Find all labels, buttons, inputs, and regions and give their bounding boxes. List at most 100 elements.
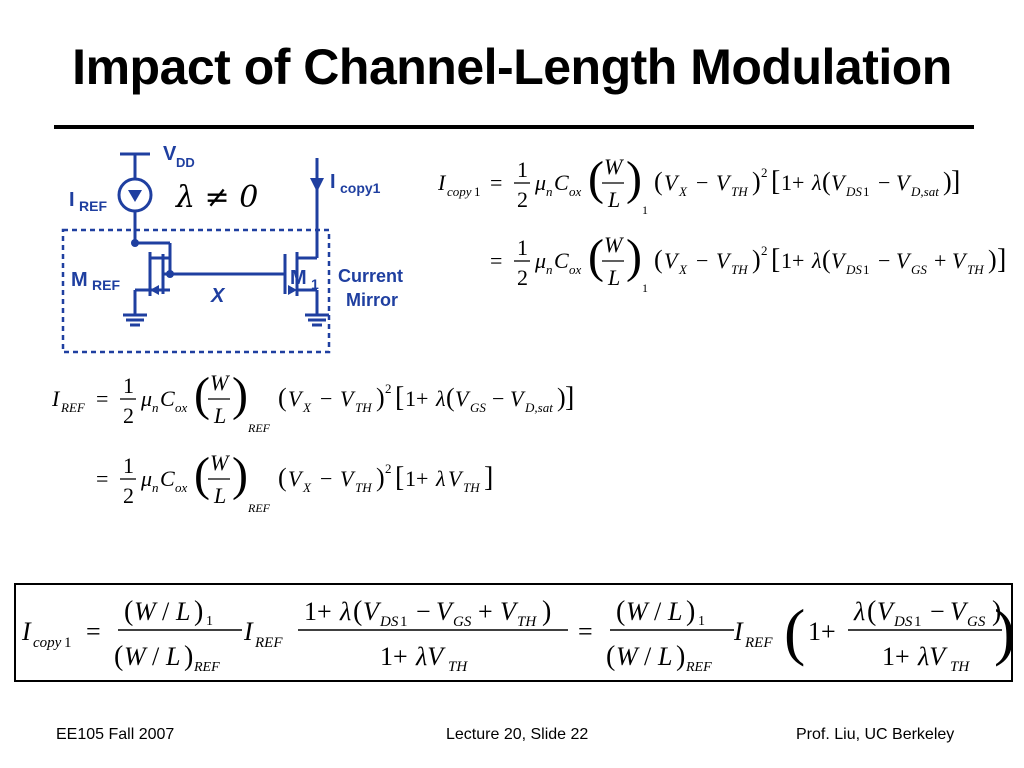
svg-text:2: 2 [761, 165, 768, 180]
svg-text:1: 1 [64, 635, 72, 651]
svg-text:μ: μ [534, 248, 546, 273]
svg-text:I: I [733, 617, 744, 646]
svg-text:1+: 1+ [882, 642, 910, 671]
svg-text:1+: 1+ [808, 617, 836, 646]
svg-text:): ) [686, 596, 695, 627]
lambda-not-zero: λ ≠ 0 [176, 180, 259, 215]
title-underline [54, 125, 974, 129]
svg-text:TH: TH [731, 184, 748, 199]
svg-text:λV: λV [415, 642, 446, 671]
svg-text:): ) [988, 245, 997, 274]
svg-text:ox: ox [175, 400, 188, 415]
svg-text:1: 1 [123, 453, 134, 478]
iref-label: I [69, 189, 75, 211]
svg-text:TH: TH [967, 262, 984, 277]
svg-text:−: − [878, 248, 890, 273]
svg-text:(: ( [446, 383, 455, 412]
svg-text:1: 1 [123, 373, 134, 398]
svg-text:+: + [478, 597, 493, 626]
svg-text:W: W [626, 597, 650, 626]
svg-text:[: [ [771, 244, 780, 275]
svg-text:+: + [934, 248, 946, 273]
svg-text:TH: TH [517, 614, 537, 630]
svg-text:−: − [696, 170, 708, 195]
mref-subscript: REF [92, 277, 120, 293]
svg-text:): ) [994, 596, 1011, 667]
m1-label: M [290, 267, 307, 289]
svg-text:2: 2 [385, 461, 392, 476]
svg-text:): ) [184, 641, 193, 672]
svg-text:1: 1 [642, 281, 648, 295]
svg-text:2: 2 [385, 381, 392, 396]
svg-text:(: ( [353, 596, 362, 627]
svg-text:/: / [152, 642, 160, 671]
svg-text:1+: 1+ [380, 642, 408, 671]
svg-text:): ) [752, 167, 761, 196]
svg-text:ox: ox [569, 262, 582, 277]
svg-text:I: I [243, 617, 254, 646]
svg-text:(: ( [654, 167, 663, 196]
svg-text:): ) [626, 230, 642, 283]
svg-text:−: − [320, 386, 332, 411]
svg-text:(: ( [606, 641, 615, 672]
svg-text:λ: λ [811, 248, 822, 273]
svg-text:V: V [288, 466, 304, 491]
svg-text:W: W [616, 642, 640, 671]
svg-text:W: W [134, 597, 158, 626]
svg-text:GS: GS [967, 614, 986, 630]
svg-text:GS: GS [470, 400, 486, 415]
svg-text:): ) [992, 596, 1001, 627]
svg-text:2: 2 [517, 187, 528, 212]
svg-text:−: − [320, 466, 332, 491]
svg-text:ox: ox [175, 480, 188, 495]
svg-text:V: V [340, 466, 356, 491]
svg-text:X: X [302, 480, 312, 495]
svg-text:/: / [644, 642, 652, 671]
svg-text:λ: λ [435, 386, 446, 411]
svg-text:V: V [952, 248, 968, 273]
svg-text:W: W [210, 450, 230, 475]
svg-text:DS: DS [893, 614, 913, 630]
svg-text:2: 2 [123, 483, 134, 508]
m1-subscript: 1 [311, 276, 319, 292]
svg-text:L: L [657, 642, 672, 671]
svg-text:TH: TH [355, 400, 372, 415]
svg-text:(: ( [278, 463, 287, 492]
svg-text:W: W [210, 370, 230, 395]
footer-course: EE105 Fall 2007 [56, 726, 175, 743]
svg-text:REF: REF [685, 660, 712, 675]
svg-text:−: − [930, 597, 945, 626]
svg-text:(: ( [114, 641, 123, 672]
icopy-subscript: copy1 [340, 180, 381, 196]
svg-text:(: ( [822, 245, 831, 274]
svg-text:REF: REF [247, 421, 271, 435]
svg-text:=: = [578, 617, 593, 646]
svg-text:]: ] [565, 382, 574, 413]
svg-text:1+: 1+ [405, 386, 428, 411]
svg-text:n: n [152, 480, 159, 495]
svg-text:TH: TH [731, 262, 748, 277]
svg-text:): ) [232, 368, 248, 421]
svg-text:1: 1 [642, 203, 648, 217]
svg-text:TH: TH [950, 659, 970, 675]
svg-text:λ: λ [339, 597, 351, 626]
svg-text:2: 2 [517, 265, 528, 290]
svg-text:1+: 1+ [781, 170, 804, 195]
svg-text:TH: TH [448, 659, 468, 675]
svg-text:V: V [896, 248, 912, 273]
svg-text:−: − [492, 386, 504, 411]
svg-text:V: V [831, 170, 847, 195]
svg-text:L: L [165, 642, 180, 671]
slide-title: Impact of Channel-Length Modulation [72, 39, 952, 95]
svg-text:D,sat: D,sat [524, 400, 553, 415]
svg-text:1: 1 [206, 614, 213, 629]
svg-text:1: 1 [517, 235, 528, 260]
svg-text:C: C [160, 386, 175, 411]
svg-text:C: C [160, 466, 175, 491]
svg-text:V: V [448, 466, 464, 491]
